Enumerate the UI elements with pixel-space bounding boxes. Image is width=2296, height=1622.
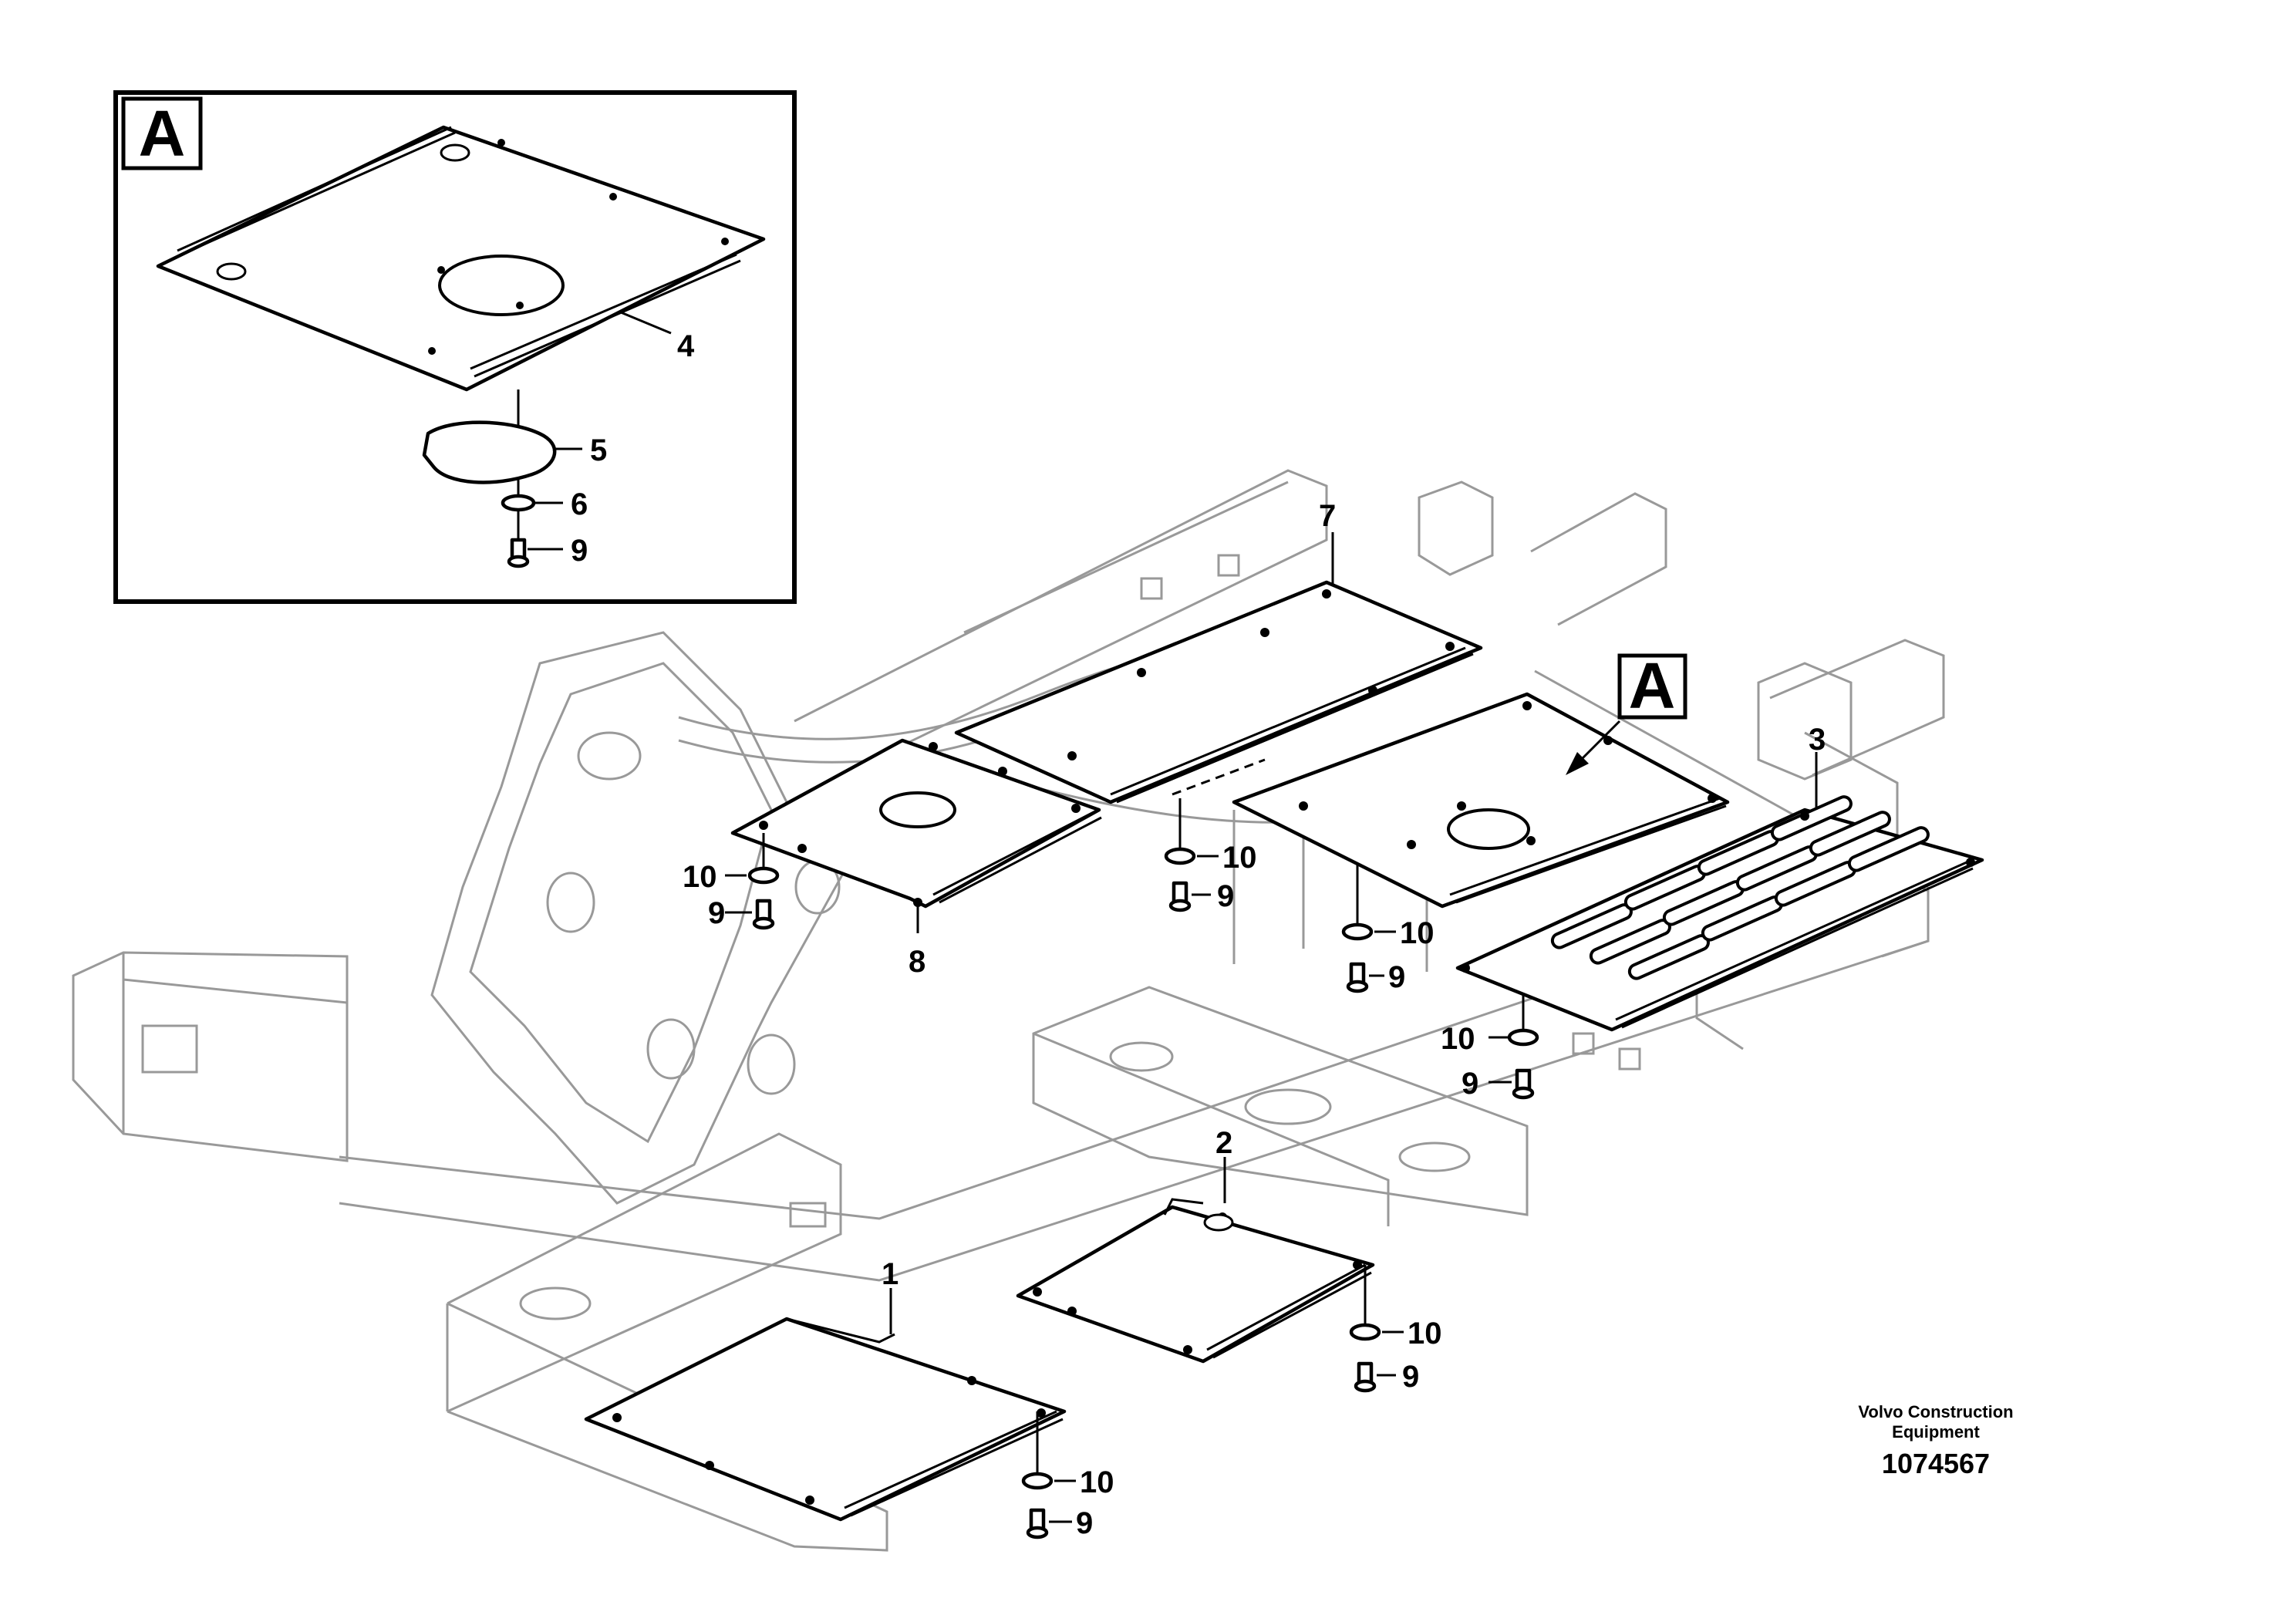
callout-10-plate-2: 10: [1408, 1317, 1442, 1351]
washer-10-plate-8: [747, 866, 780, 885]
callout-2: 2: [1215, 1126, 1232, 1160]
callout-10-plate-3: 10: [1441, 1022, 1475, 1056]
cover-plate-a-installed: A 10 9 10 9: [1164, 649, 1730, 994]
washer-10-plate-3: [1507, 1028, 1539, 1047]
callout-3: 3: [1809, 723, 1826, 757]
washer-10-plate-2: [1349, 1323, 1381, 1341]
callout-4: 4: [677, 329, 695, 363]
cover-plate-7: 7: [954, 499, 1483, 804]
washer-10-plate-1: [1021, 1472, 1054, 1490]
detail-ref-a: A: [1629, 649, 1676, 722]
machine-frame: [72, 469, 1945, 1552]
callout-9-plate-8: 9: [708, 896, 725, 930]
slots: [1550, 795, 1930, 980]
drawing-number: 1074567: [1882, 1448, 1990, 1479]
detail-a-label: A: [139, 97, 186, 170]
washer-10-plate-a: [1341, 922, 1374, 941]
caption-line-1: Volvo Construction: [1858, 1402, 2013, 1421]
detail-view-a: A 4 5 6 9: [113, 90, 797, 604]
callout-9-plate-1: 9: [1076, 1506, 1093, 1540]
callout-10-center: 10: [1222, 841, 1257, 875]
callout-9-center: 9: [1217, 879, 1234, 913]
callout-9-detail: 9: [571, 534, 588, 568]
gasket-5: [422, 420, 557, 484]
washer-6: [501, 494, 536, 512]
callout-1: 1: [882, 1257, 899, 1291]
caption-line-2: Equipment: [1892, 1422, 1980, 1442]
caption-block: Volvo Construction Equipment 1074567: [1858, 1402, 2013, 1479]
callout-8: 8: [909, 945, 925, 979]
cover-plate-1: 1 10 9: [584, 1257, 1114, 1540]
callout-10-plate-8: 10: [683, 860, 717, 894]
callout-6: 6: [571, 487, 588, 521]
callout-9-plate-3: 9: [1462, 1067, 1478, 1101]
washer-10-center: [1164, 847, 1196, 865]
callout-9-plate-2: 9: [1402, 1360, 1419, 1394]
cover-plate-3: 3 10 9: [1441, 723, 1984, 1101]
callout-7: 7: [1319, 499, 1336, 533]
callout-10-plate-1: 10: [1080, 1465, 1114, 1499]
cover-plate-2: 2 10 9: [1016, 1126, 1442, 1394]
callout-9-plate-a: 9: [1388, 960, 1405, 994]
callout-5: 5: [590, 433, 607, 467]
cover-plate-8: 8 10 9: [683, 738, 1102, 979]
callout-10-plate-a: 10: [1400, 916, 1435, 950]
